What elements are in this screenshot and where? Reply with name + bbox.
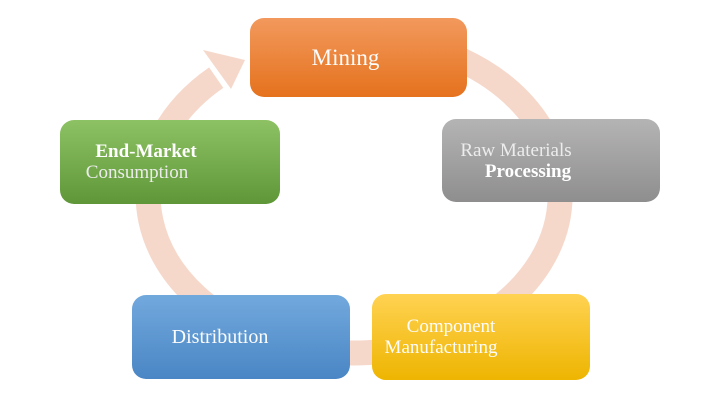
node-label-line: Consumption: [85, 162, 189, 183]
node-raw-materials-processing: Raw Materials Processing: [442, 119, 660, 202]
node-label-line: Raw Materials: [460, 139, 572, 161]
node-distribution: Distribution: [132, 295, 350, 379]
node-label-line: Processing: [484, 160, 572, 182]
cycle-arrowhead-icon: [203, 50, 245, 89]
node-end-market-consumption: End-Market Consumption: [60, 120, 280, 204]
node-label-line: Component: [406, 316, 496, 337]
node-label-line: End-Market: [95, 141, 197, 162]
node-mining: Mining: [250, 18, 467, 97]
node-label-line: Manufacturing: [384, 337, 498, 358]
node-label-line: Mining: [311, 44, 380, 70]
node-label-line: Distribution: [171, 325, 269, 348]
node-component-manufacturing: Component Manufacturing: [372, 294, 590, 380]
